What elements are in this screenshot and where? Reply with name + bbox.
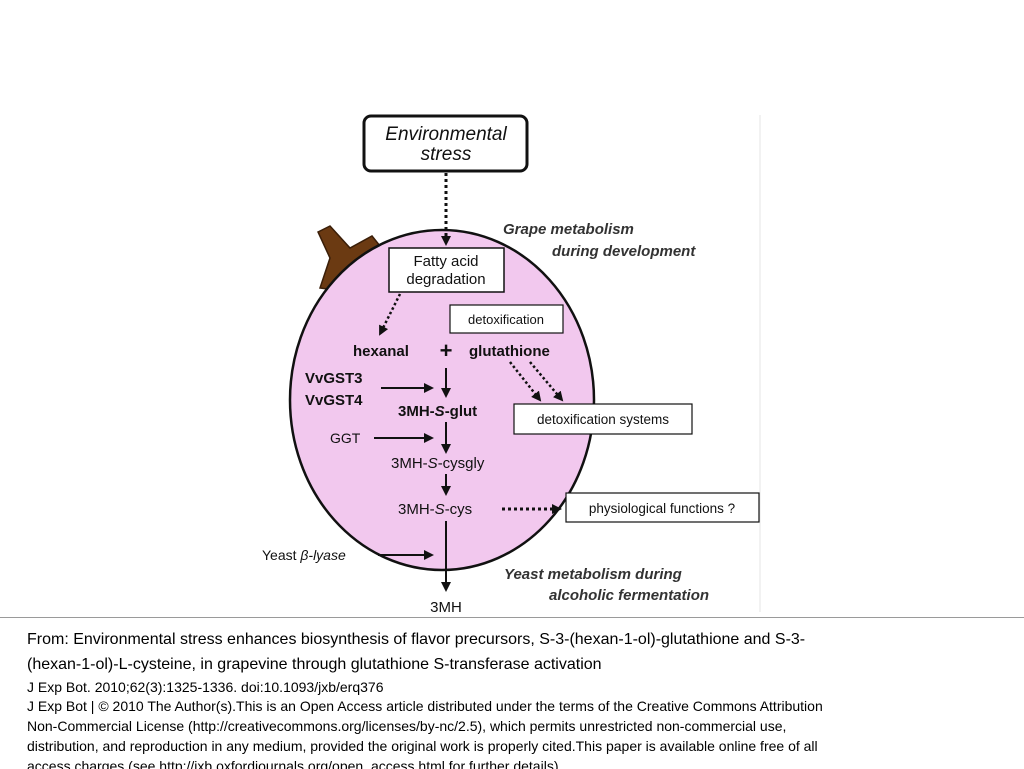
3mh-s-cysgly-label: 3MH-S-cysgly bbox=[391, 455, 485, 472]
grape-metabolism-label-2: during development bbox=[552, 243, 696, 260]
caption-title-line-1: From: Environmental stress enhances bios… bbox=[27, 631, 806, 648]
yeast-metabolism-label: Yeast metabolism during bbox=[504, 566, 682, 583]
yeast-metabolism-label-2: alcoholic fermentation bbox=[549, 587, 709, 604]
3mh-s-glut-label: 3MH-S-glut bbox=[398, 403, 477, 420]
vvgst3-label: VvGST3 bbox=[305, 370, 363, 387]
svg-text:stress: stress bbox=[421, 144, 472, 165]
svg-text:physiological functions ?: physiological functions ? bbox=[589, 501, 735, 516]
environmental-stress-box: Environmental stress bbox=[362, 114, 529, 173]
pathway-diagram: Environmental stress Grape metabolism du… bbox=[262, 114, 761, 616]
3mh-label: 3MH bbox=[430, 599, 462, 616]
figure-caption: From: Environmental stress enhances bios… bbox=[0, 617, 1024, 769]
svg-text:degradation: degradation bbox=[406, 271, 485, 288]
caption-license-line-1: J Exp Bot | © 2010 The Author(s).This is… bbox=[27, 698, 823, 714]
svg-text:Environmental: Environmental bbox=[385, 124, 507, 145]
caption-license-line-2: Non-Commercial License (http://creativec… bbox=[27, 718, 787, 734]
glutathione-detox-arrow-1 bbox=[509, 361, 542, 402]
glutathione-label: glutathione bbox=[469, 343, 550, 360]
vvgst4-label: VvGST4 bbox=[305, 392, 363, 409]
caption-title-line-2: (hexan-1-ol)-L-cysteine, in grapevine th… bbox=[27, 656, 602, 673]
svg-text:Fatty acid: Fatty acid bbox=[413, 253, 478, 270]
caption-citation: J Exp Bot. 2010;62(3):1325-1336. doi:10.… bbox=[27, 679, 384, 695]
caption-license-line-4: access charges (see http://jxb.oxfordjou… bbox=[27, 758, 559, 769]
ggt-label: GGT bbox=[330, 430, 361, 446]
detoxification-systems-box: detoxification systems bbox=[513, 403, 693, 435]
grape-metabolism-label: Grape metabolism bbox=[503, 221, 634, 238]
svg-text:detoxification: detoxification bbox=[468, 312, 544, 327]
plus-sign: + bbox=[440, 338, 453, 363]
physiological-functions-box: physiological functions ? bbox=[565, 492, 760, 523]
fatty-to-hexanal-arrow bbox=[378, 293, 402, 336]
svg-text:detoxification systems: detoxification systems bbox=[537, 412, 669, 427]
hexanal-label: hexanal bbox=[353, 343, 409, 360]
3mh-s-cys-label: 3MH-S-cys bbox=[398, 501, 472, 518]
glutathione-detox-arrow-2 bbox=[529, 361, 564, 402]
yeast-lyase-label: Yeast β-lyase bbox=[262, 547, 346, 563]
detoxification-box: detoxification bbox=[449, 304, 564, 334]
caption-license-line-3: distribution, and reproduction in any me… bbox=[27, 738, 818, 754]
fatty-acid-box: Fatty acid degradation bbox=[388, 247, 505, 293]
